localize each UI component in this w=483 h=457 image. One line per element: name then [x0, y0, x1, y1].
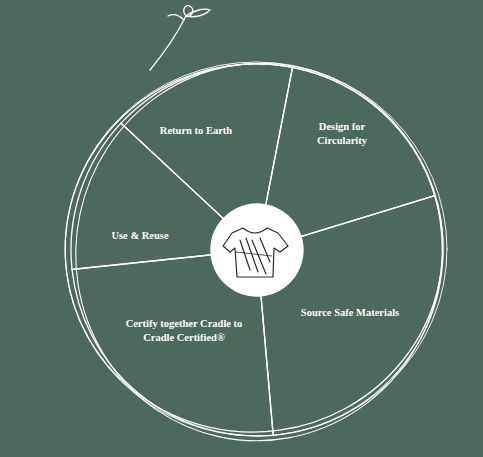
- leaf-sprig: [150, 6, 210, 70]
- cycle-segment: Source Safe Materials: [259, 193, 445, 438]
- segment-outline: [263, 65, 437, 239]
- tshirt-icon: [223, 228, 288, 277]
- segment-label: Return to Earth: [146, 124, 246, 138]
- segment-shape: [121, 64, 293, 219]
- segment-outline: [69, 121, 226, 272]
- segment-label: Use & Reuse: [105, 229, 175, 243]
- segment-shape: [261, 196, 443, 436]
- cycle-segment: Return to Earth: [118, 62, 295, 221]
- segment-shape: [266, 67, 435, 236]
- segment-shape: [72, 255, 273, 436]
- cycle-segment: Certify together Cradle to Cradle Certif…: [70, 252, 276, 438]
- cycle-segment: Design for Circularity: [263, 65, 437, 239]
- segment-label: Source Safe Materials: [285, 306, 415, 320]
- segment-label: Certify together Cradle to Cradle Certif…: [114, 317, 254, 344]
- segment-outline: [70, 252, 276, 438]
- sketch-ring: [41, 29, 478, 457]
- segment-shape: [71, 123, 223, 269]
- segment-label: Design for Circularity: [300, 120, 384, 147]
- cycle-segment: Use & Reuse: [69, 121, 226, 272]
- segment-outline: [118, 62, 295, 221]
